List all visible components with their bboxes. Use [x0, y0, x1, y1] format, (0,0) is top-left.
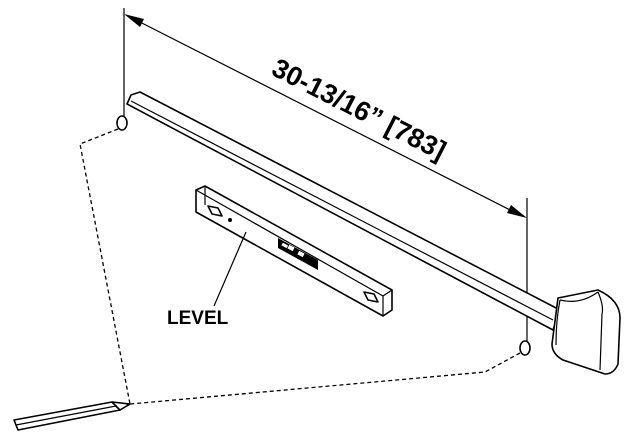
level-dot	[228, 218, 232, 222]
level-vial-center	[278, 238, 318, 270]
level-vial-right	[363, 291, 379, 303]
arrowhead-right	[507, 205, 527, 218]
pencil-icon	[13, 401, 131, 431]
dimension-line	[124, 14, 527, 218]
level-vial-left	[207, 205, 223, 217]
mounting-hole-left	[116, 115, 128, 131]
guide-line-bottom	[129, 352, 521, 405]
dimension-text: 30-13/16” [783]	[267, 53, 450, 166]
level-label: LEVEL	[167, 308, 229, 329]
bar-end-cap	[551, 289, 621, 375]
level-leader-line	[213, 231, 247, 307]
guide-line-left	[79, 128, 131, 405]
level-tool	[195, 185, 393, 317]
mounting-hole-right	[519, 340, 531, 356]
arrowhead-left	[124, 14, 144, 27]
